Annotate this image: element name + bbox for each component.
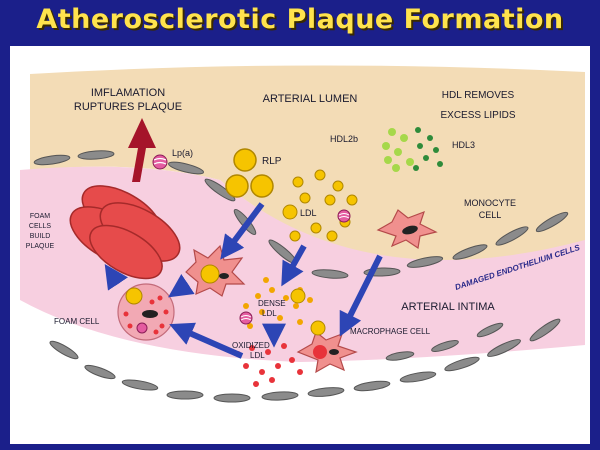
monocyte-cell <box>376 209 438 250</box>
hdl-particles <box>382 127 443 172</box>
label-foam-build-1: FOAM <box>30 213 50 220</box>
rlp-particles <box>225 148 274 198</box>
arrow-rlp-to-macrophage <box>220 202 265 260</box>
label-inflammation-1: IMFLAMATION <box>91 87 165 99</box>
label-hdl-removes-2: EXCESS LIPIDS <box>440 110 515 121</box>
label-foam-cell: FOAM CELL <box>54 317 100 326</box>
page-title: Atherosclerotic Plaque Formation <box>36 4 564 35</box>
label-rlp: RLP <box>262 156 282 167</box>
ldl-particles <box>282 169 358 242</box>
label-hdl2b: HDL2b <box>330 134 358 144</box>
label-foam-build-3: BUILD <box>30 233 51 240</box>
macrophage-cell-1 <box>185 244 246 297</box>
foam-cell <box>117 283 175 341</box>
lpa-particle <box>152 154 168 170</box>
arrow-macrophage-to-foam <box>168 274 195 298</box>
process-arrows <box>104 202 383 359</box>
dense-ldl-large-2 <box>310 320 326 336</box>
label-oxidized-2: LDL <box>250 351 265 360</box>
label-lpa: Lp(a) <box>172 148 193 158</box>
label-monocyte-1: MONOCYTE <box>464 198 516 208</box>
arterial-lumen-region <box>30 65 585 268</box>
label-ldl: LDL <box>300 208 317 218</box>
label-hdl3: HDL3 <box>452 140 475 150</box>
label-foam-build-4: PLAQUE <box>26 243 55 250</box>
rupture-arrow <box>128 118 156 182</box>
label-inflammation-2: RUPTURES PLAQUE <box>74 101 182 113</box>
label-dense-ldl-1: DENSE <box>258 299 286 308</box>
label-oxidized-1: OXIDIZED <box>232 341 270 350</box>
plaque-mass <box>69 185 181 280</box>
label-arterial-intima: ARTERIAL INTIMA <box>401 301 495 313</box>
dense-ldl-large <box>290 288 306 304</box>
ldl-lpa-particle <box>337 209 351 223</box>
dense-ldl-particles <box>243 277 313 329</box>
endothelium-cells <box>33 150 569 403</box>
arrow-foam-to-plaque <box>104 264 128 291</box>
label-arterial-lumen: ARTERIAL LUMEN <box>263 93 358 105</box>
label-macrophage: MACROPHAGE CELL <box>350 327 431 336</box>
dense-lpa-particle <box>239 311 253 325</box>
label-hdl-removes-1: HDL REMOVES <box>442 90 515 101</box>
label-dense-ldl-2: LDL <box>262 309 277 318</box>
label-foam-build-2: CELLS <box>29 223 52 230</box>
arrow-ldl-to-dense <box>281 244 307 287</box>
arrow-monocyte-to-macrophage <box>339 254 383 337</box>
arrow-oxidized-to-foam <box>169 322 244 359</box>
label-monocyte-2: CELL <box>479 210 502 220</box>
